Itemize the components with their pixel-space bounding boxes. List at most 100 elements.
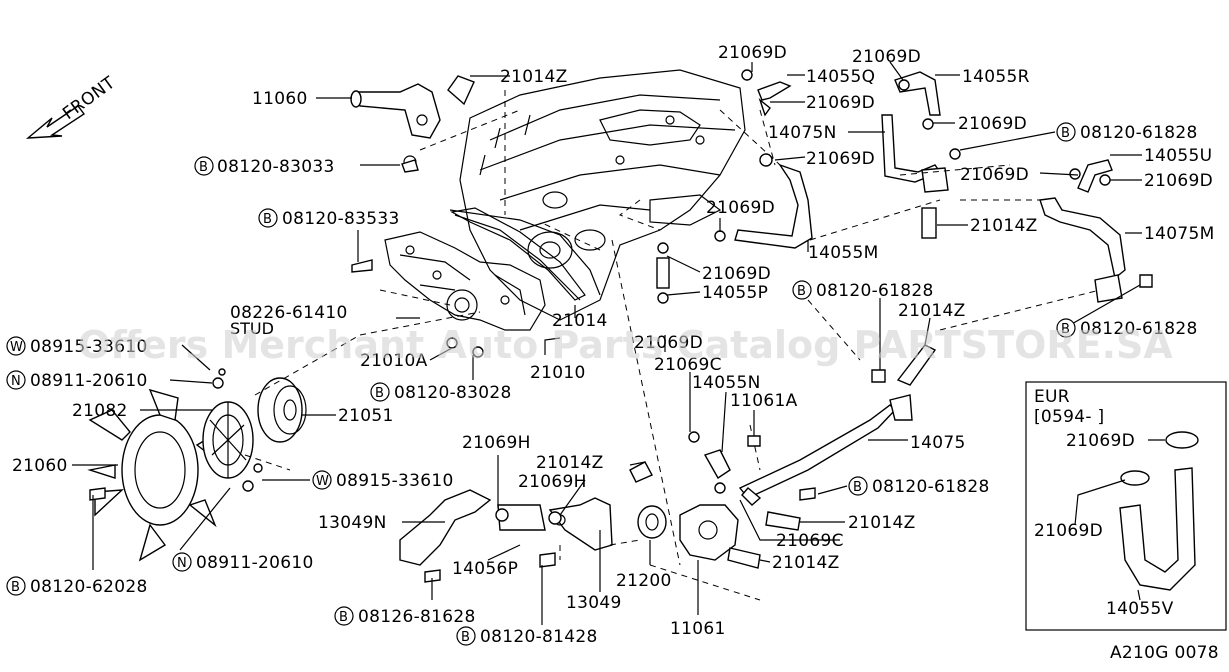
label-21082: 21082 [72, 401, 128, 421]
engine-block-drawing [449, 69, 746, 321]
pipe-14075n-drawing [881, 114, 949, 193]
label-08120-83033: 08120-83033 [217, 157, 335, 177]
inset-clamp-drawing [1120, 470, 1150, 486]
thermostat-drawing [637, 505, 667, 539]
hose-14055m-drawing [734, 163, 813, 249]
hose-small-drawing [727, 487, 801, 569]
bolt-prefix: B [1061, 322, 1070, 337]
label-11061: 11061 [670, 619, 726, 639]
inset-label-14055v: 14055V [1106, 599, 1174, 619]
bolt-prefix: B [461, 630, 470, 645]
label-21069d-j: 21069D [634, 333, 703, 353]
bolt-prefix: B [1061, 126, 1070, 141]
bolt-b-badge [334, 606, 354, 626]
label-14055r: 14055R [962, 67, 1030, 87]
label-08911-20610-b: 08911-20610 [196, 553, 314, 573]
bolt-b-badge [370, 382, 390, 402]
leader-lines [72, 61, 1142, 625]
label-08120-83028: 08120-83028 [394, 383, 512, 403]
label-08120-83533: 08120-83533 [282, 209, 400, 229]
label-21014: 21014 [552, 311, 608, 331]
label-21014z: 21014Z [970, 216, 1038, 236]
label-21069d: 21069D [960, 165, 1029, 185]
part-labels: 11060 21014Z B 08120-83033 B 08120-83533… [6, 43, 1214, 647]
label-08226-61410: 08226-61410 [230, 303, 348, 323]
label-21014z-d: 21014Z [536, 453, 604, 473]
bolt-prefix: B [375, 386, 384, 401]
label-21069h-b: 21069H [518, 472, 587, 492]
label-21200: 21200 [616, 571, 672, 591]
bolt-b-badge [792, 280, 812, 300]
label-21069d: 21069D [1144, 171, 1213, 191]
bolt-prefix: B [853, 480, 862, 495]
label-14056p: 14056P [452, 559, 518, 579]
bolt-prefix: B [11, 580, 20, 595]
bolt-b-badge [1056, 122, 1076, 142]
label-21069d: 21069D [706, 198, 775, 218]
plug-21014z-b-drawing [921, 207, 937, 239]
label-08120-81428: 08120-81428 [480, 627, 598, 647]
watermark-text: Offers Merchant Auto Parts Catalog PARTS… [78, 323, 1173, 367]
hose-14055q-drawing [757, 81, 792, 117]
plug-21014z-drawing [629, 461, 653, 483]
bolt-b-badge [456, 626, 476, 646]
label-21069d: 21069D [806, 149, 875, 169]
nut-prefix: N [177, 556, 187, 571]
nut-n-badge [172, 552, 192, 572]
hose-14055p-drawing [656, 257, 670, 289]
label-21069d: 21069D [718, 43, 787, 63]
thermostat-housing-drawing [679, 504, 739, 561]
label-stud: STUD [230, 319, 274, 338]
nut-n-badge [6, 370, 26, 390]
label-21051: 21051 [338, 406, 394, 426]
eur-inset: EUR [0594- ] 21069D 21069D 14055V [1025, 381, 1227, 631]
label-21069c-b: 21069C [776, 531, 844, 551]
washer-w-badge [6, 336, 26, 356]
bolt-b-badge [258, 208, 278, 228]
hose-13049n-drawing [399, 489, 492, 566]
pipe-14075m-drawing [1039, 197, 1126, 303]
bolt-prefix: B [339, 610, 348, 625]
label-14055n: 14055N [692, 373, 761, 393]
label-13049n: 13049N [318, 513, 387, 533]
washer-prefix: W [10, 340, 23, 355]
label-21069d: 21069D [806, 93, 875, 113]
label-13049: 13049 [566, 593, 622, 613]
label-21060: 21060 [12, 456, 68, 476]
bolt-prefix: B [797, 284, 806, 299]
label-21069d: 21069D [852, 47, 921, 67]
label-21014z: 21014Z [500, 67, 568, 87]
bolt-b-badge [194, 156, 214, 176]
gasket-drawing [450, 207, 586, 301]
label-08915-33610-b: 08915-33610 [336, 471, 454, 491]
label-08126-81628: 08126-81628 [358, 607, 476, 627]
label-08120-61828-d: 08120-61828 [872, 477, 990, 497]
hose-14055u-drawing [1077, 159, 1113, 193]
label-21069h: 21069H [462, 433, 531, 453]
label-14055m: 14055M [808, 243, 879, 263]
bolt-prefix: B [263, 212, 272, 227]
label-21014z-c: 21014Z [898, 301, 966, 321]
label-08120-61828-b: 08120-61828 [816, 281, 934, 301]
inset-label-21069d-b: 21069D [1034, 521, 1103, 541]
inset-frame [1025, 381, 1227, 631]
label-11061a: 11061A [730, 391, 798, 411]
water-pump-drawing [384, 231, 546, 331]
label-21069d: 21069D [958, 114, 1027, 134]
fitting-13049-drawing [497, 497, 613, 551]
front-arrow-icon [25, 105, 86, 139]
clamps-and-bolts [89, 69, 1153, 583]
label-21010a: 21010A [360, 351, 428, 371]
washer-w-badge [312, 470, 332, 490]
bolt-b-badge [6, 576, 26, 596]
bolt-b-badge [1056, 318, 1076, 338]
inset-label-21069d: 21069D [1066, 431, 1135, 451]
label-11060: 11060 [252, 89, 308, 109]
label-08120-61828: 08120-61828 [1080, 123, 1198, 143]
inset-hose-drawing [1119, 467, 1196, 591]
inset-clamp-drawing [1165, 431, 1199, 449]
label-14055p: 14055P [702, 283, 768, 303]
washer-prefix: W [316, 474, 329, 489]
fan-clutch-drawing [202, 401, 254, 479]
water-outlet-drawing [350, 75, 475, 169]
